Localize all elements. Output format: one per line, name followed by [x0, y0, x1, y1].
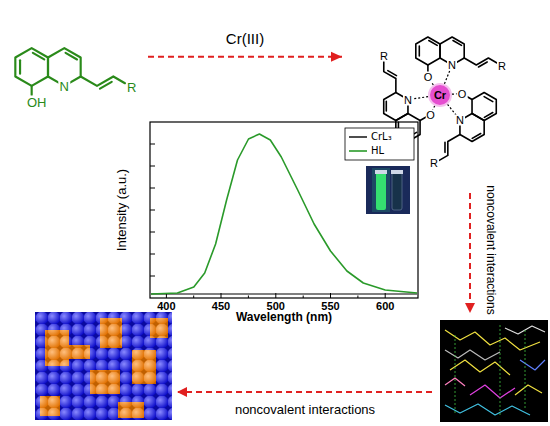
axis-title: Wavelength (nm)	[236, 311, 332, 324]
arrow-line	[148, 56, 342, 58]
atom-label: O	[425, 109, 436, 120]
atom-label: N	[59, 79, 70, 92]
tick-label: 600	[376, 300, 394, 312]
tick-label: 450	[212, 300, 230, 312]
atom-label: OH	[26, 96, 48, 109]
axis-title: Intensity (a.u.)	[115, 169, 129, 251]
reaction-arrow	[148, 52, 342, 62]
atom-label: R	[497, 61, 507, 72]
arrow-label: noncovalent interactions	[483, 185, 496, 314]
atom-label: R	[429, 158, 439, 169]
arrow-label: noncovalent interactions	[235, 403, 375, 417]
molecule-structure: OH N R	[5, 5, 145, 120]
atom-label: R	[126, 81, 137, 94]
legend-text: CrL₃	[371, 132, 392, 142]
atom-label: R	[379, 50, 389, 61]
atom-label: N	[455, 115, 465, 126]
legend-text: HL	[371, 146, 384, 156]
tick-label: 400	[157, 300, 175, 312]
tick-label: 550	[321, 300, 339, 312]
atom-label: N	[403, 94, 413, 105]
arrow-head	[331, 52, 342, 62]
tick-label: 500	[267, 300, 285, 312]
atom-label: O	[457, 88, 468, 99]
metal-label: Cr	[433, 90, 447, 101]
atom-label: N	[447, 60, 457, 71]
atom-label: O	[423, 72, 434, 83]
arrow-label: Cr(III)	[224, 31, 266, 48]
molecule-structure: RONRCrNOONR	[345, 0, 545, 192]
